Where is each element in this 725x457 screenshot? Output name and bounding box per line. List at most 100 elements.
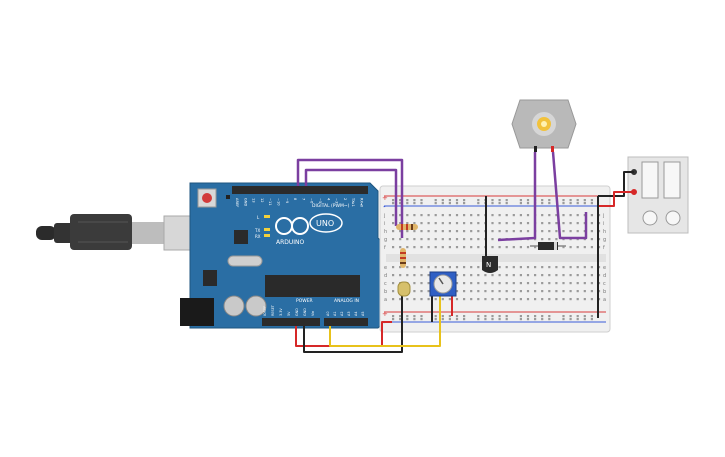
breadboard-hole[interactable] <box>470 214 473 217</box>
breadboard-hole[interactable] <box>526 222 530 225</box>
breadboard-hole[interactable] <box>448 222 451 225</box>
breadboard-hole[interactable] <box>399 315 402 318</box>
breadboard-hole[interactable] <box>455 274 459 277</box>
breadboard-hole[interactable] <box>392 246 395 249</box>
breadboard-hole[interactable] <box>555 214 558 217</box>
breadboard-hole[interactable] <box>562 298 565 301</box>
breadboard-hole[interactable] <box>392 274 395 277</box>
breadboard-hole[interactable] <box>541 290 544 293</box>
breadboard-hole[interactable] <box>583 199 586 202</box>
breadboard-hole[interactable] <box>526 315 530 318</box>
breadboard-hole[interactable] <box>505 274 508 277</box>
transistor-icon[interactable]: N <box>482 256 498 273</box>
breadboard-hole[interactable] <box>562 318 565 321</box>
wire-motor-red[interactable] <box>551 151 588 240</box>
breadboard-hole[interactable] <box>484 318 487 321</box>
wires[interactable] <box>295 151 634 353</box>
breadboard-hole[interactable] <box>555 222 558 225</box>
breadboard-hole[interactable] <box>541 298 544 301</box>
breadboard-hole[interactable] <box>548 202 551 205</box>
breadboard-hole[interactable] <box>455 246 459 249</box>
breadboard-hole[interactable] <box>463 238 466 241</box>
breadboard-hole[interactable] <box>413 222 416 225</box>
breadboard-hole[interactable] <box>519 274 522 277</box>
breadboard-hole[interactable] <box>590 282 593 285</box>
breadboard-hole[interactable] <box>413 246 416 249</box>
breadboard-hole[interactable] <box>541 266 544 269</box>
breadboard-hole[interactable] <box>548 238 551 241</box>
breadboard-hole[interactable] <box>463 274 466 277</box>
breadboard-hole[interactable] <box>463 246 466 249</box>
breadboard-hole[interactable] <box>455 222 459 225</box>
breadboard-hole[interactable] <box>477 298 480 301</box>
breadboard-hole[interactable] <box>555 282 558 285</box>
breadboard-hole[interactable] <box>534 298 537 301</box>
breadboard-hole[interactable] <box>427 266 430 269</box>
breadboard-hole[interactable] <box>427 238 430 241</box>
breadboard-hole[interactable] <box>441 238 444 241</box>
breadboard-hole[interactable] <box>526 246 530 249</box>
breadboard-hole[interactable] <box>392 318 395 321</box>
breadboard-hole[interactable] <box>448 315 451 318</box>
breadboard-hole[interactable] <box>484 315 487 318</box>
breadboard-hole[interactable] <box>505 214 508 217</box>
breadboard-hole[interactable] <box>463 202 466 205</box>
breadboard-hole[interactable] <box>434 246 437 249</box>
breadboard-hole[interactable] <box>526 274 530 277</box>
breadboard-hole[interactable] <box>427 274 430 277</box>
breadboard-hole[interactable] <box>413 315 416 318</box>
breadboard-hole[interactable] <box>569 202 572 205</box>
digital-pin-header[interactable] <box>232 186 368 194</box>
breadboard-hole[interactable] <box>448 266 451 269</box>
breadboard-hole[interactable] <box>562 266 565 269</box>
breadboard-hole[interactable] <box>569 298 572 301</box>
breadboard-hole[interactable] <box>590 315 593 318</box>
breadboard-hole[interactable] <box>463 222 466 225</box>
breadboard-hole[interactable] <box>477 315 480 318</box>
breadboard-hole[interactable] <box>576 266 579 269</box>
breadboard-hole[interactable] <box>519 214 522 217</box>
breadboard-hole[interactable] <box>420 202 423 205</box>
breadboard-hole[interactable] <box>463 315 466 318</box>
breadboard-hole[interactable] <box>477 238 480 241</box>
breadboard-hole[interactable] <box>448 238 451 241</box>
breadboard-hole[interactable] <box>413 202 416 205</box>
breadboard-hole[interactable] <box>534 266 537 269</box>
dc-motor-icon[interactable] <box>511 99 577 152</box>
breadboard-hole[interactable] <box>590 238 593 241</box>
breadboard-hole[interactable] <box>427 222 430 225</box>
breadboard-hole[interactable] <box>519 246 522 249</box>
breadboard-hole[interactable] <box>505 202 508 205</box>
breadboard-hole[interactable] <box>392 214 395 217</box>
breadboard-hole[interactable] <box>455 318 459 321</box>
breadboard-hole[interactable] <box>413 214 416 217</box>
breadboard-hole[interactable] <box>534 315 537 318</box>
breadboard-hole[interactable] <box>505 290 508 293</box>
breadboard-hole[interactable] <box>427 290 430 293</box>
breadboard-hole[interactable] <box>491 315 494 318</box>
breadboard-hole[interactable] <box>399 230 402 233</box>
breadboard-hole[interactable] <box>441 214 444 217</box>
breadboard-hole[interactable] <box>463 290 466 293</box>
breadboard-hole[interactable] <box>477 282 480 285</box>
breadboard-hole[interactable] <box>569 318 572 321</box>
breadboard-hole[interactable] <box>434 315 437 318</box>
breadboard-hole[interactable] <box>470 266 473 269</box>
breadboard-hole[interactable] <box>534 274 537 277</box>
breadboard-hole[interactable] <box>392 315 395 318</box>
breadboard-hole[interactable] <box>477 202 480 205</box>
breadboard-hole[interactable] <box>498 230 501 233</box>
breadboard-hole[interactable] <box>505 266 508 269</box>
breadboard-hole[interactable] <box>583 318 586 321</box>
breadboard-hole[interactable] <box>548 315 551 318</box>
breadboard-hole[interactable] <box>541 318 544 321</box>
breadboard-hole[interactable] <box>441 246 444 249</box>
arduino-uno-board[interactable]: ARDUINO UNO DIGITAL (PWM~) POWER ANALOG … <box>180 182 389 329</box>
breadboard-hole[interactable] <box>526 298 530 301</box>
breadboard-hole[interactable] <box>590 214 593 217</box>
breadboard-hole[interactable] <box>590 222 593 225</box>
breadboard-hole[interactable] <box>420 199 423 202</box>
breadboard-hole[interactable] <box>441 199 444 202</box>
breadboard-hole[interactable] <box>434 318 437 321</box>
breadboard-hole[interactable] <box>463 214 466 217</box>
